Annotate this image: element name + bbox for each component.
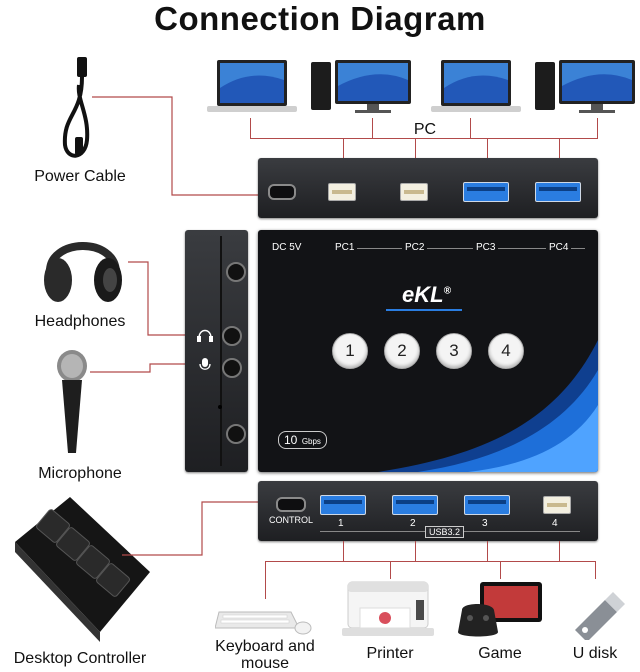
controller-wire [122,501,276,556]
printer-icon [342,581,434,636]
printer-label: Printer [366,645,414,662]
power-cable-label: Power Cable [34,168,126,185]
brand-logo: eKL® [402,282,451,307]
switch-button-2[interactable]: 2 [384,333,420,369]
usb-port-1 [320,495,366,515]
speed-badge: 10 Gbps [278,431,327,449]
pc-label: PC [413,121,437,138]
usb-port-1-label: 1 [338,518,344,529]
desktop-pc-icon [311,60,411,113]
usb-port-4-label: 4 [552,518,558,529]
desktop-pc-icon [535,60,635,113]
power-cable-wire [92,96,268,196]
headphones-wire [128,261,192,336]
usb-port-3-label: 3 [482,518,488,529]
usb-flash-drive-icon [575,592,625,640]
desktop-controller-label: Desktop Controller [13,650,147,667]
switch-button-1[interactable]: 1 [332,333,368,369]
audio-port-icons [197,329,213,370]
microphone-jack [222,358,242,378]
side-jack-bottom [226,424,246,444]
page-title: Connection Diagram [154,0,486,37]
control-label: CONTROL [269,515,314,525]
desktop-controller-icon [15,497,150,642]
usb-port-2 [392,495,438,515]
computers-illustration [207,60,635,113]
usb-port-2-label: 2 [410,518,416,529]
blue-swoosh-decoration [378,340,598,472]
game-label: Game [478,645,522,662]
headphones-icon [44,242,122,302]
keyboard-mouse-icon [215,611,312,635]
laptop-icon [207,60,297,112]
pc4-label: PC4 [546,242,572,253]
microphone-label: Microphone [38,465,122,482]
pc1-usb-port [328,183,356,201]
game-console-icon [458,582,542,637]
side-jack-top [226,262,246,282]
pc2-label: PC2 [402,242,428,253]
laptop-icon [431,60,521,112]
control-usb-c-port [276,497,306,512]
microphone-port-icon [199,358,211,370]
usb-port-3 [464,495,510,515]
pc3-usb-port [463,182,509,202]
microphone-icon [57,350,87,453]
pc3-label: PC3 [473,242,499,253]
pc4-usb-port [535,182,581,202]
headphone-port-icon [197,329,213,342]
dc-usb-c-port [268,184,296,200]
dc-label: DC 5V [272,242,302,253]
power-cable-icon [62,57,90,158]
pc1-label: PC1 [332,242,358,253]
usb-port-4 [543,496,571,514]
microphone-wire [90,363,192,373]
u-disk-label: U disk [572,645,618,662]
pc2-usb-port [400,183,428,201]
headphone-jack [222,326,242,346]
usb-spec-label: USB3.2 [425,526,465,538]
switch-button-4[interactable]: 4 [488,333,524,369]
switch-button-3[interactable]: 3 [436,333,472,369]
headphones-label: Headphones [34,313,126,330]
